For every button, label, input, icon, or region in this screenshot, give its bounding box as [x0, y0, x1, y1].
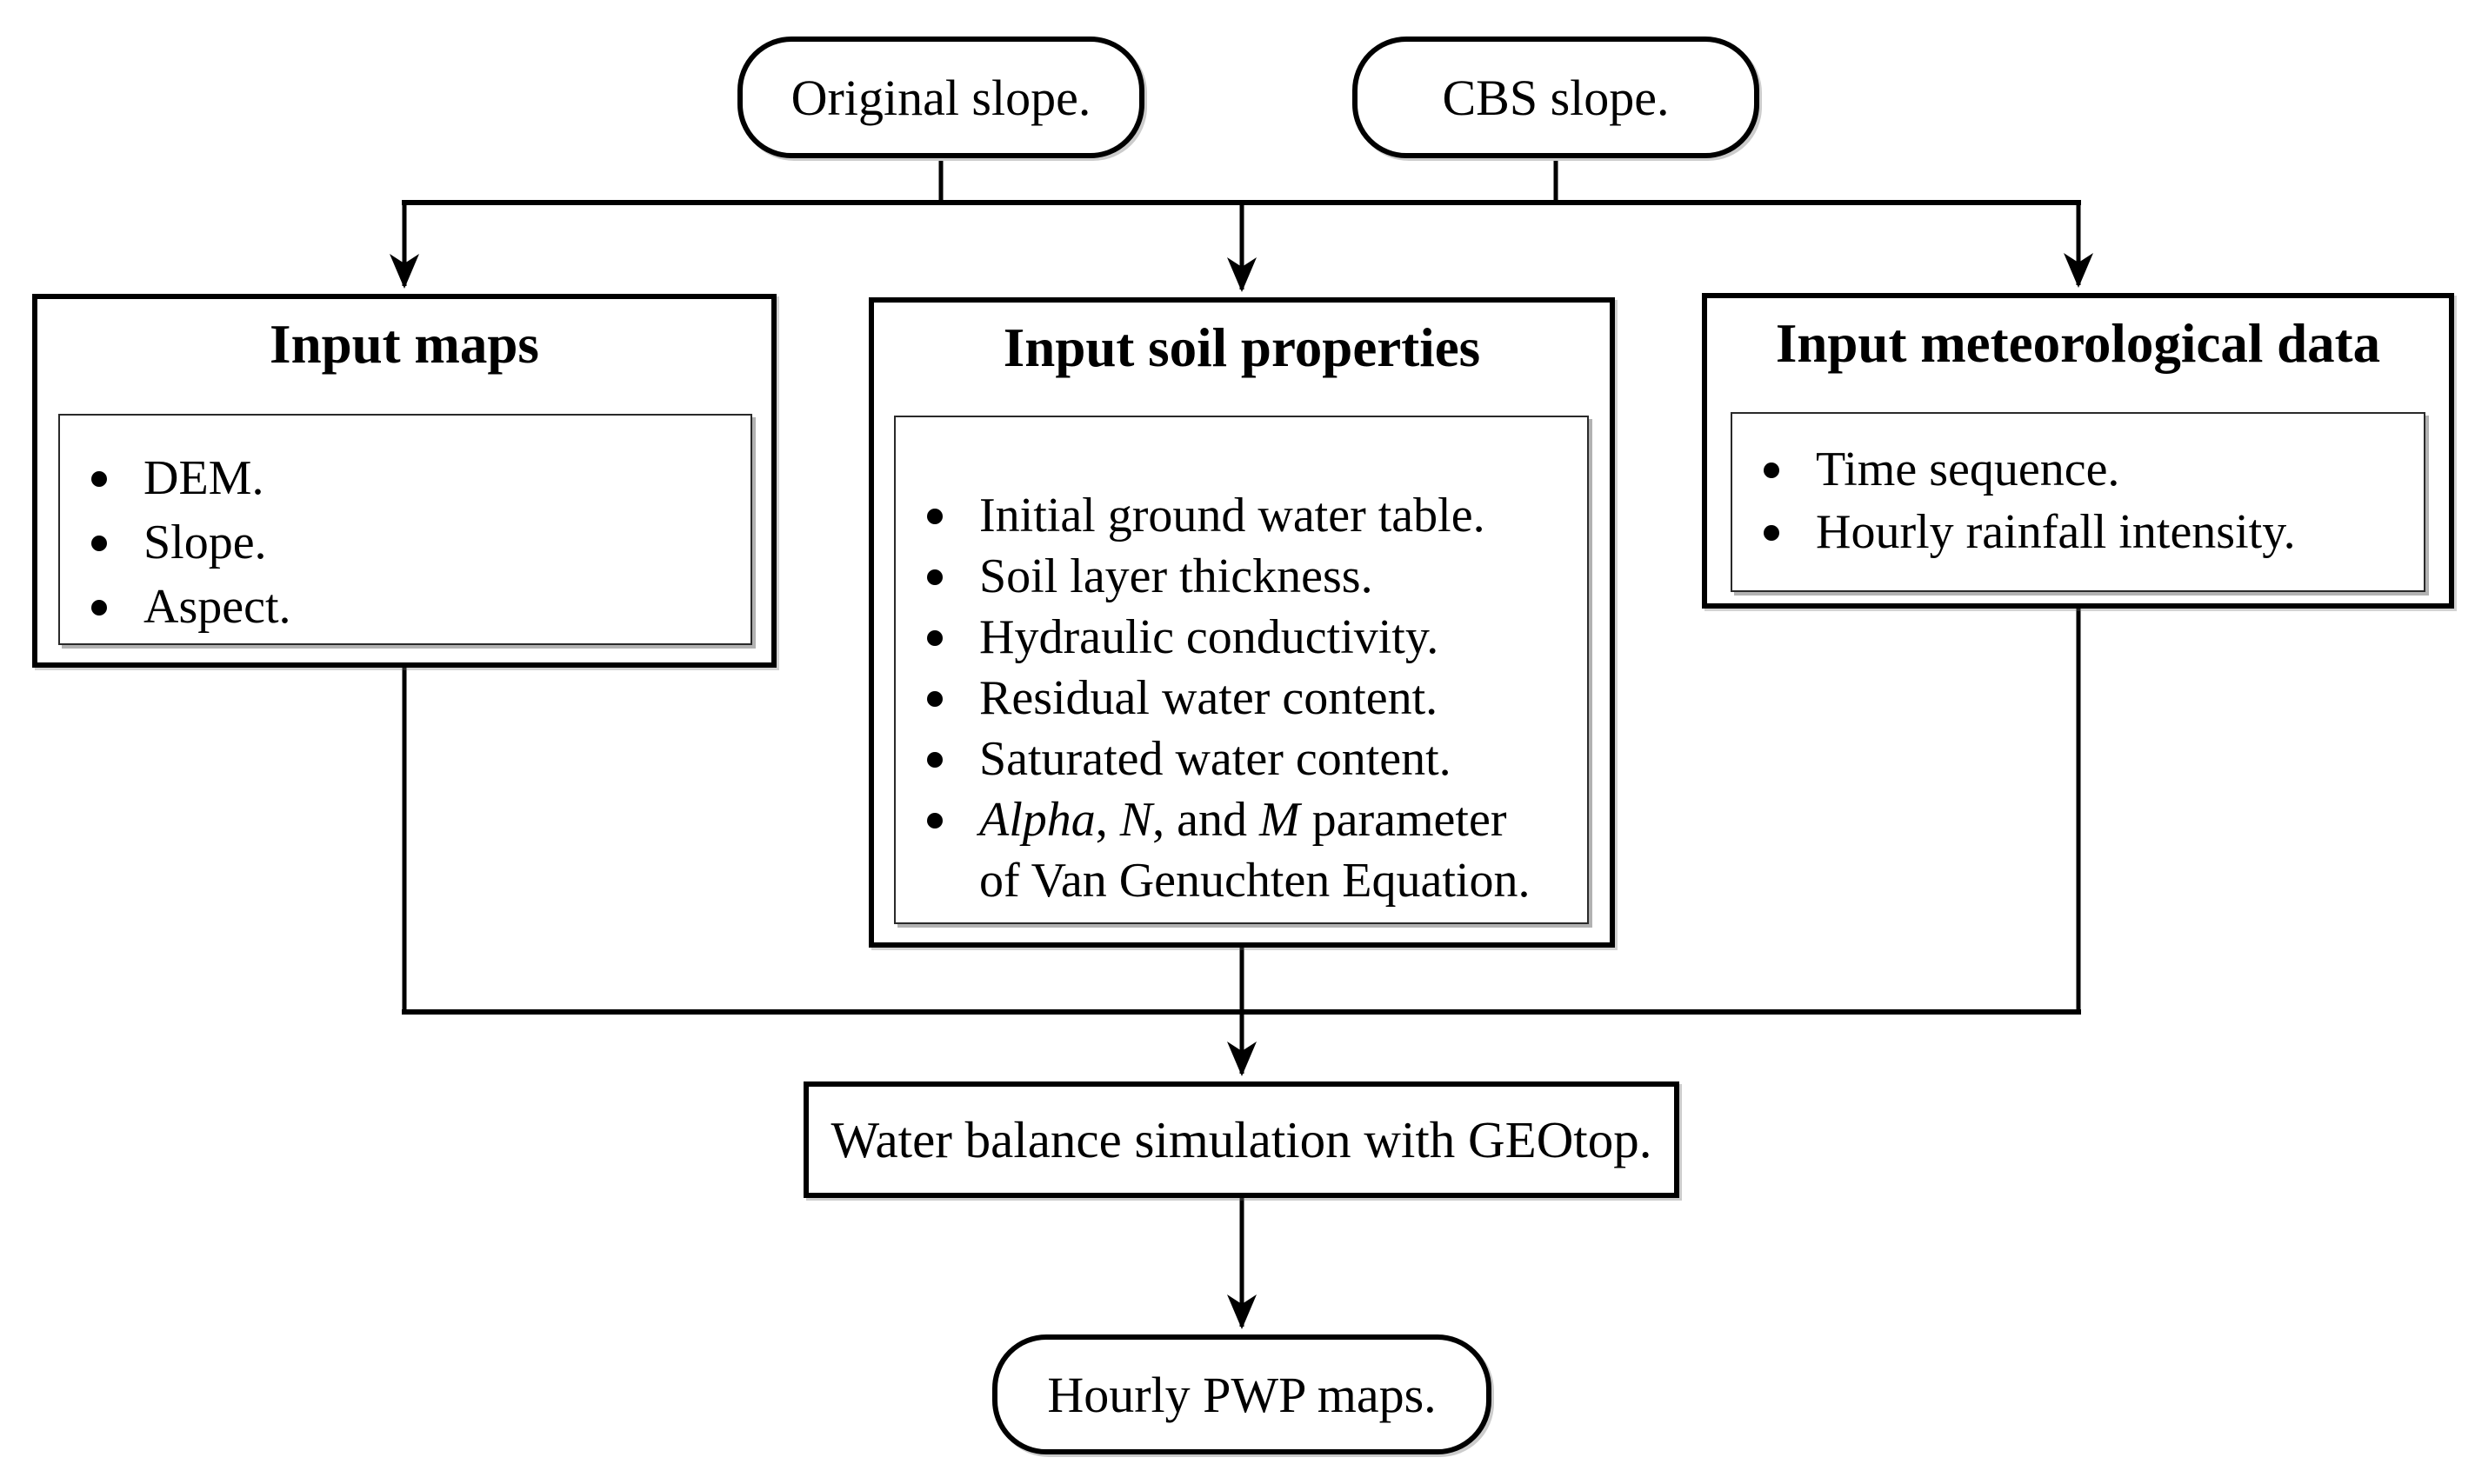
- box-input-meteorological-data-panel: Time sequence. Hourly rainfall intensity.: [1731, 412, 2425, 592]
- node-hourly-pwp-maps-label: Hourly PWP maps.: [1047, 1366, 1437, 1423]
- list-item-text: Slope.: [143, 516, 267, 569]
- box-input-soil-properties-panel: Initial ground water table. Soil layer th…: [894, 416, 1589, 924]
- list-item: Saturated water content.: [896, 729, 1578, 789]
- node-water-balance-simulation: Water balance simulation with GEOtop.: [804, 1081, 1679, 1198]
- bullet-icon: [91, 471, 107, 487]
- bullet-icon: [1764, 525, 1779, 541]
- list-item: Aspect.: [60, 575, 742, 639]
- box-input-maps-panel: DEM. Slope. Aspect.: [58, 414, 752, 645]
- bullet-icon: [91, 536, 107, 551]
- list-item: DEM.: [60, 446, 742, 510]
- list-item: Soil layer thickness.: [896, 546, 1578, 607]
- box-input-soil-properties-title: Input soil properties: [1003, 317, 1481, 378]
- list-item-text: Hourly rainfall intensity.: [1816, 505, 2296, 559]
- bullet-icon: [1764, 463, 1779, 478]
- node-cbs-slope: CBS slope.: [1352, 37, 1759, 158]
- list-item: Hydraulic conductivity.: [896, 607, 1578, 668]
- node-original-slope: Original slope.: [737, 37, 1144, 158]
- list-item: Slope.: [60, 510, 742, 575]
- box-input-maps-title: Input maps: [270, 314, 539, 375]
- list-item: Initial ground water table.: [896, 485, 1578, 546]
- node-cbs-slope-label: CBS slope.: [1442, 69, 1670, 126]
- node-original-slope-label: Original slope.: [791, 69, 1091, 126]
- list-item: Hourly rainfall intensity.: [1732, 501, 2415, 563]
- list-item: Residual water content.: [896, 668, 1578, 729]
- list-item-text: Hydraulic conductivity.: [979, 610, 1439, 664]
- list-item-text: DEM.: [143, 451, 264, 505]
- box-input-maps: Input maps DEM. Slope. Aspect.: [32, 294, 777, 668]
- bullet-icon: [927, 691, 943, 707]
- node-hourly-pwp-maps: Hourly PWP maps.: [992, 1334, 1491, 1454]
- bullet-icon: [927, 752, 943, 768]
- bullet-icon: [927, 569, 943, 585]
- list-item-text: Initial ground water table.: [979, 489, 1485, 542]
- box-input-meteorological-data: Input meteorological data Time sequence.…: [1702, 293, 2454, 609]
- list-item-text: Aspect.: [143, 580, 291, 634]
- list-item-text: Soil layer thickness.: [979, 549, 1373, 603]
- bullet-icon: [927, 813, 943, 829]
- bullet-icon: [927, 630, 943, 646]
- bullet-icon: [927, 509, 943, 524]
- box-input-meteorological-data-title: Input meteorological data: [1775, 313, 2381, 374]
- list-item-text: Time sequence.: [1816, 443, 2120, 496]
- input-meteorological-data-list: Time sequence. Hourly rainfall intensity.: [1732, 414, 2424, 563]
- node-water-balance-simulation-label: Water balance simulation with GEOtop.: [831, 1110, 1652, 1168]
- box-input-soil-properties: Input soil properties Initial ground wat…: [869, 297, 1615, 948]
- list-item-text: Residual water content.: [979, 671, 1438, 725]
- input-maps-list: DEM. Slope. Aspect.: [60, 416, 751, 639]
- input-soil-properties-list: Initial ground water table. Soil layer th…: [896, 417, 1587, 911]
- bullet-icon: [91, 600, 107, 616]
- list-item-text: Saturated water content.: [979, 732, 1451, 786]
- list-item: Time sequence.: [1732, 438, 2415, 501]
